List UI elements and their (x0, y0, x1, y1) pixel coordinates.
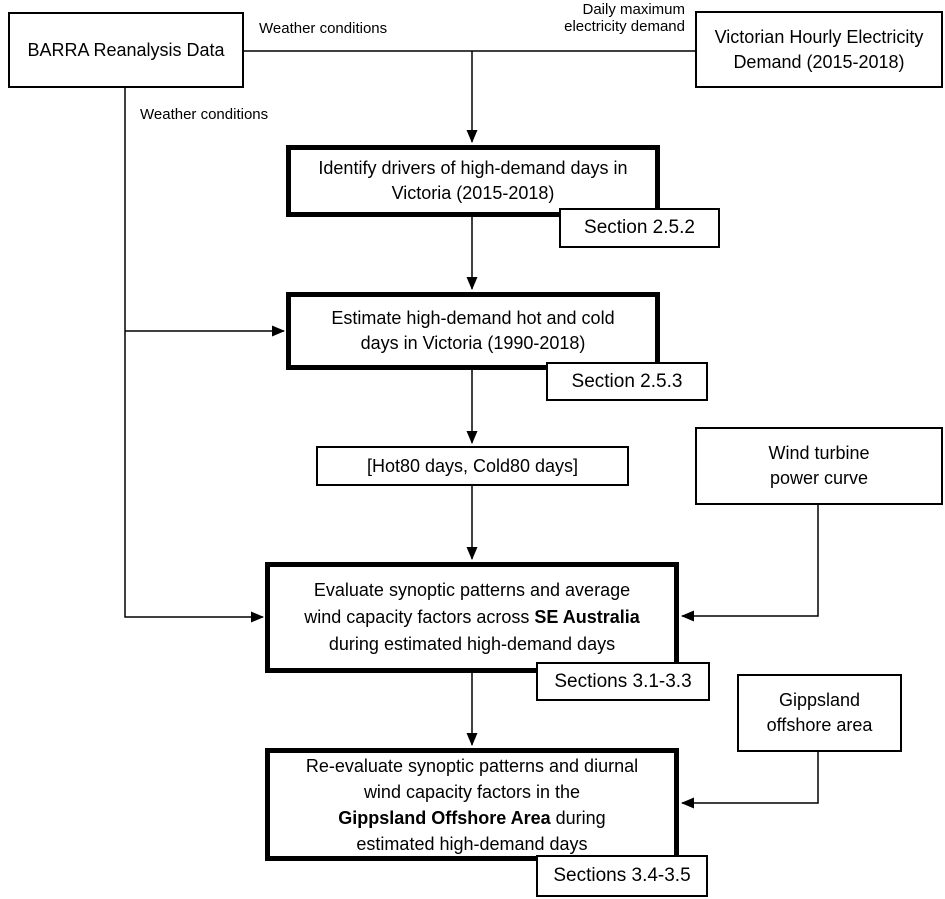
box-hot80-text: [Hot80 days, Cold80 days] (366, 455, 579, 476)
box-reevaluate-line3: Gippsland Offshore Area during (338, 805, 605, 831)
box-victorian-line2: Demand (2015-2018) (733, 51, 905, 72)
tag-sections-3-1-3-3: Sections 3.1-3.3 (536, 662, 710, 701)
box-barra-reanalysis-data: BARRA Reanalysis Data (8, 12, 244, 88)
box-identify-line2: Victoria (2015-2018) (391, 183, 555, 203)
box-reevaluate-line2: wind capacity factors in the (363, 781, 581, 802)
box-gippsland-line1: Gippsland (778, 690, 861, 710)
label-weather-conditions-top: Weather conditions (259, 20, 388, 37)
box-wind-line2: power curve (769, 468, 869, 488)
box-reevaluate-line3-post: during (550, 807, 606, 828)
box-wind-line1: Wind turbine (768, 443, 870, 463)
connector-barra-to-evaluate (124, 88, 264, 623)
box-evaluate-line3: during estimated high-demand days (328, 634, 616, 654)
box-evaluate-se-australia: SE Australia (534, 607, 640, 627)
tag-section-2-5-3: Section 2.5.3 (546, 362, 708, 401)
box-identify-line1: Identify drivers of high-demand days in (318, 158, 628, 178)
connector-windturbine-to-evaluate (681, 505, 819, 622)
tag-sections-3-4-3-5: Sections 3.4-3.5 (536, 855, 708, 897)
box-evaluate-line2-pre: wind capacity factors across (304, 607, 535, 627)
box-identify-drivers: Identify drivers of high-demand days in … (286, 145, 660, 217)
connector-gippsland-to-reevaluate (681, 752, 819, 809)
box-victorian-demand: Victorian Hourly Electricity Demand (201… (695, 11, 943, 88)
box-evaluate-synoptic: Evaluate synoptic patterns and average w… (265, 562, 679, 673)
label-daily-max-demand: Daily maximum electricity demand (564, 1, 685, 35)
box-estimate-line2: days in Victoria (1990-2018) (360, 333, 586, 353)
box-wind-turbine-power-curve: Wind turbine power curve (695, 427, 943, 505)
box-evaluate-line1: Evaluate synoptic patterns and average (313, 580, 631, 600)
box-evaluate-line2: wind capacity factors across SE Australi… (304, 604, 639, 631)
box-estimate-days: Estimate high-demand hot and cold days i… (286, 292, 660, 370)
box-reevaluate-synoptic: Re-evaluate synoptic patterns and diurna… (265, 748, 679, 861)
tag-section-2-5-2: Section 2.5.2 (559, 208, 720, 248)
label-weather-conditions-left: Weather conditions (140, 106, 269, 123)
box-barra-text: BARRA Reanalysis Data (27, 39, 225, 60)
box-reevaluate-line4: estimated high-demand days (356, 833, 588, 854)
box-hot80-cold80: [Hot80 days, Cold80 days] (316, 446, 629, 486)
box-reevaluate-line1: Re-evaluate synoptic patterns and diurna… (305, 755, 639, 776)
box-victorian-line1: Victorian Hourly Electricity (714, 26, 924, 47)
box-estimate-line1: Estimate high-demand hot and cold (331, 308, 615, 328)
box-gippsland-offshore-area: Gippsland offshore area (737, 674, 902, 752)
box-reevaluate-gippsland-offshore-area: Gippsland Offshore Area (338, 807, 551, 828)
box-gippsland-line2: offshore area (766, 715, 873, 735)
